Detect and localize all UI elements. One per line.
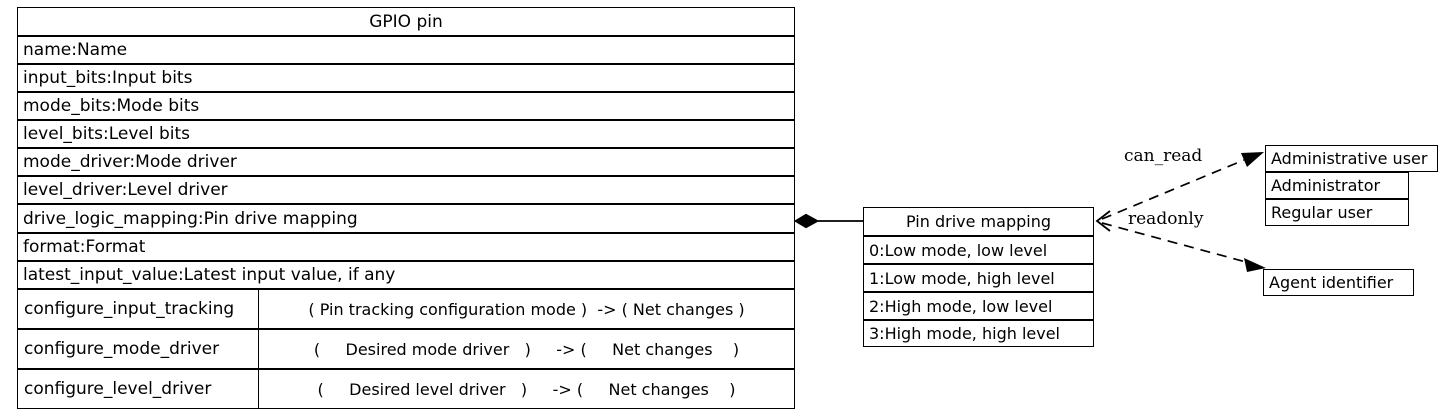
attribute-row: mode_bits:Mode bits — [17, 92, 795, 120]
attribute-row: drive_logic_mapping:Pin drive mapping — [17, 204, 795, 233]
enum-item: 3:High mode, high level — [863, 320, 1094, 347]
attribute-row: latest_input_value:Latest input value, i… — [17, 261, 795, 289]
method-signature: ( Pin tracking configuration mode ) -> (… — [259, 289, 795, 329]
can-read-edge-label: can_read — [1124, 146, 1203, 166]
agent-identifier-title: Agent identifier — [1263, 269, 1414, 296]
attribute-row: mode_driver:Mode driver — [17, 148, 795, 176]
method-signature: ( Desired mode driver ) -> ( Net changes… — [259, 329, 795, 369]
attribute-row: input_bits:Input bits — [17, 64, 795, 92]
pin-drive-mapping-title: Pin drive mapping — [863, 207, 1094, 236]
attribute-row: level_driver:Level driver — [17, 176, 795, 204]
method-name: configure_input_tracking — [17, 289, 259, 329]
attribute-row: format:Format — [17, 233, 795, 261]
method-name: configure_mode_driver — [17, 329, 259, 369]
attribute-row: level_bits:Level bits — [17, 120, 795, 148]
gpio-pin-class-title: GPIO pin — [17, 7, 795, 36]
enum-item: 0:Low mode, low level — [863, 236, 1094, 264]
user-item: Regular user — [1265, 199, 1409, 226]
user-item: Administrator — [1265, 172, 1409, 199]
administrative-user-title: Administrative user — [1265, 145, 1438, 172]
open-arrow-icon — [1095, 210, 1111, 232]
readonly-edge-label: readonly — [1128, 209, 1204, 229]
can-read-arrowhead-icon — [1241, 152, 1264, 167]
enum-item: 2:High mode, low level — [863, 292, 1094, 320]
attribute-row: name:Name — [17, 36, 795, 64]
enum-item: 1:Low mode, high level — [863, 264, 1094, 292]
method-signature: ( Desired level driver ) -> ( Net change… — [259, 369, 795, 409]
method-name: configure_level_driver — [17, 369, 259, 409]
filled-diamond-icon — [793, 213, 820, 229]
